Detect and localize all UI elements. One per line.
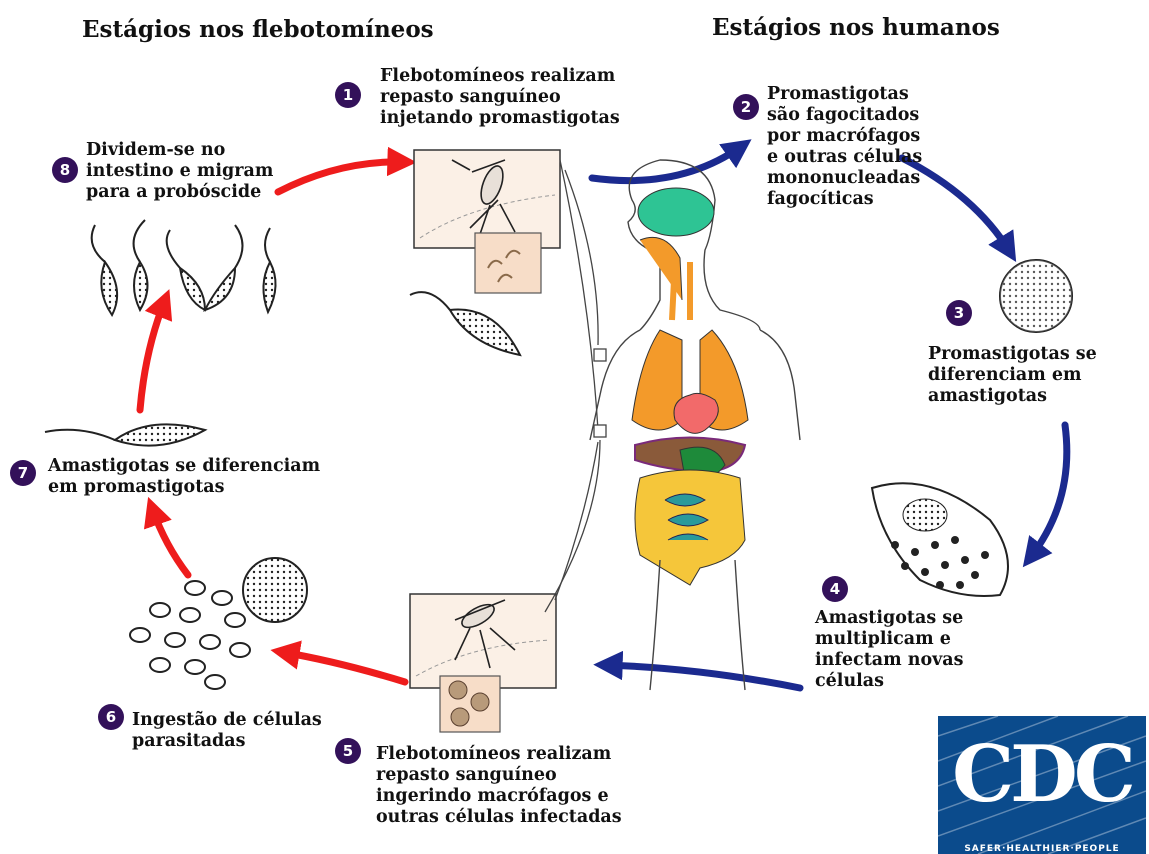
arrow-5-to-6 <box>282 652 405 682</box>
cdc-logo-tagline: SAFER·HEALTHIER·PEOPLE <box>938 844 1146 854</box>
step-6-badge: 6 <box>98 704 124 730</box>
promastigote-icon <box>45 424 205 445</box>
step-5-badge: 5 <box>335 738 361 764</box>
cdc-logo: CDC SAFER·HEALTHIER·PEOPLE <box>938 716 1146 854</box>
macrophage-cell-icon <box>1000 260 1072 332</box>
step-1-badge: 1 <box>335 82 361 108</box>
ingested-cells-icon <box>130 558 307 689</box>
cdc-logo-text: CDC <box>938 730 1146 820</box>
dividing-promastigotes-icon <box>92 220 276 315</box>
arrow-7-to-8 <box>140 300 165 410</box>
human-stages-header: Estágios nos humanos <box>712 14 1000 41</box>
brain-icon <box>638 188 714 236</box>
step-8-badge: 8 <box>52 157 78 183</box>
sandfly-bite-panel-top <box>414 150 560 293</box>
arrow-6-to-7 <box>152 508 188 575</box>
sandfly-bite-panel-bottom <box>410 594 556 732</box>
human-figure-icon <box>590 160 800 690</box>
sandfly-stages-header: Estágios nos flebotomíneos <box>82 16 434 43</box>
step-3-badge: 3 <box>946 300 972 326</box>
infected-cell-icon <box>872 483 1008 596</box>
step-4-badge: 4 <box>822 576 848 602</box>
step-7-badge: 7 <box>10 460 36 486</box>
arrow-1-to-2 <box>592 146 742 181</box>
intestine-icon <box>635 470 745 585</box>
arrow-8-to-1 <box>278 162 405 192</box>
step-2-badge: 2 <box>733 94 759 120</box>
arrow-3-to-4 <box>1030 425 1067 558</box>
promastigote-icon-2 <box>410 292 520 355</box>
arrow-4-to-5 <box>605 665 800 688</box>
